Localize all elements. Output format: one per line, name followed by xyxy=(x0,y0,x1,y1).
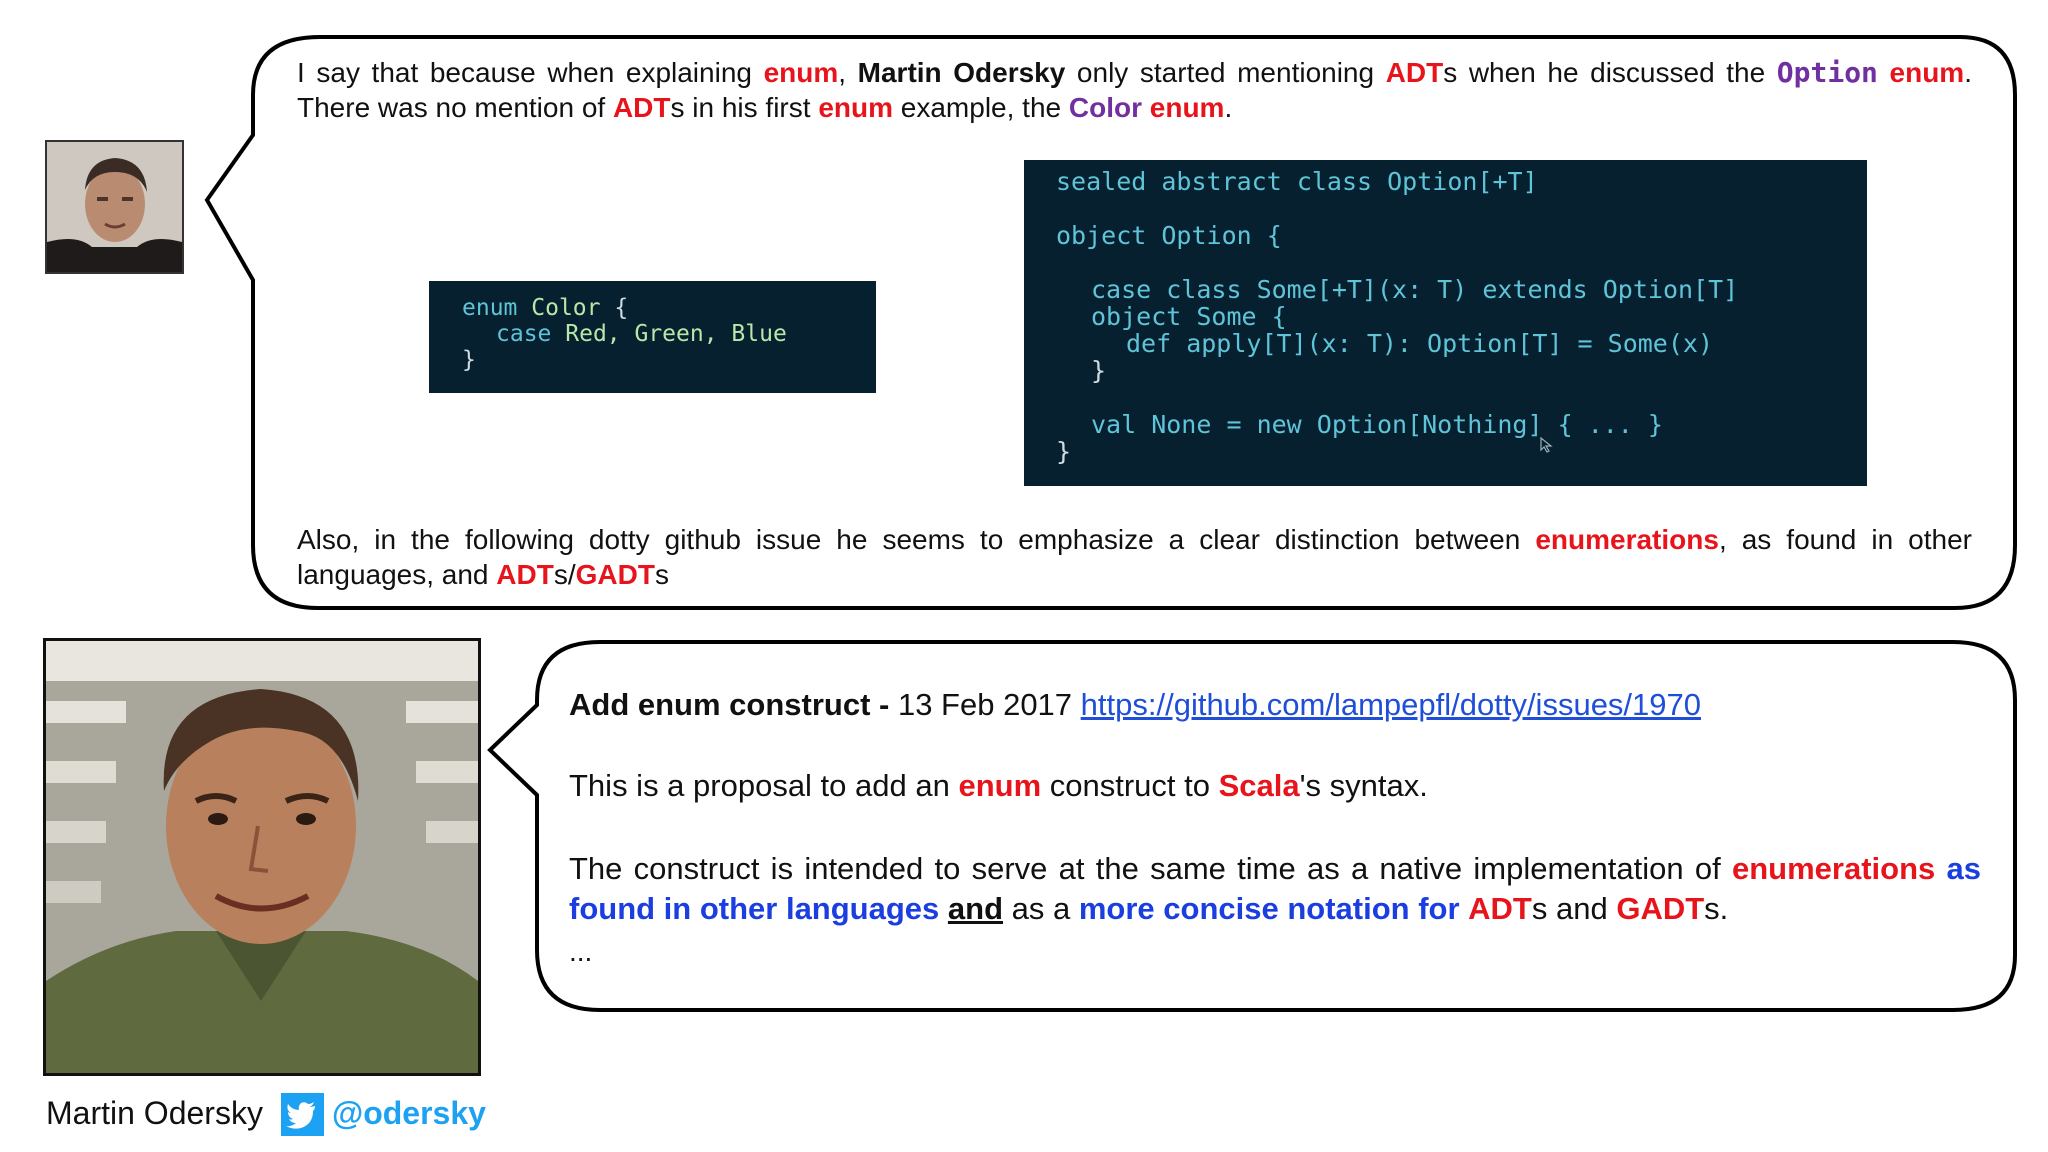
twitter-bird-icon xyxy=(286,1102,315,1129)
issue-date: 13 Feb 2017 xyxy=(897,687,1081,722)
author-name: Martin Odersky xyxy=(46,1095,263,1131)
twitter-handle-link[interactable]: @odersky xyxy=(332,1095,486,1131)
ellipsis-text: ... xyxy=(569,936,593,967)
bubble1-intro-paragraph: I say that because when explaining enum,… xyxy=(297,56,1972,123)
small-portrait-photo xyxy=(45,140,184,274)
option-code-line-2: object Option { xyxy=(1056,221,1282,250)
option-code-line-5: def apply[T](x: T): Option[T] = Some(x) xyxy=(1126,329,1713,358)
portrait-illustration xyxy=(46,641,478,1073)
code-line-2: case Red, Green, Blue xyxy=(496,321,787,347)
option-code-line-4: object Some { xyxy=(1091,302,1287,331)
construct-paragraph: The construct is intended to serve at th… xyxy=(569,851,1981,926)
face-illustration-small xyxy=(47,142,182,272)
option-code-line-7: val None = new Option[Nothing] { ... } xyxy=(1091,410,1663,439)
color-enum-code-block: enum Color { case Red, Green, Blue } xyxy=(429,281,876,393)
issue-title: Add enum construct - xyxy=(569,687,898,722)
option-code-line-3: case class Some[+T](x: T) extends Option… xyxy=(1091,275,1739,304)
option-code-block: sealed abstract class Option[+T] object … xyxy=(1024,160,1867,486)
option-code-line-6: } xyxy=(1091,356,1107,385)
bubble1-github-paragraph: Also, in the following dotty github issu… xyxy=(297,524,1973,590)
code-line-1: enum Color { xyxy=(462,295,629,321)
speech-bubble-2-outline xyxy=(487,640,2017,1012)
option-code-line-1: sealed abstract class Option[+T] xyxy=(1056,167,1538,196)
mouse-cursor-icon xyxy=(1540,437,1553,453)
proposal-paragraph: This is a proposal to add an enum constr… xyxy=(569,768,1428,803)
issue-title-line: Add enum construct - 13 Feb 2017 https:/… xyxy=(569,686,1701,724)
issue-link[interactable]: https://github.com/lampepfl/dotty/issues… xyxy=(1080,687,1702,722)
code-line-3: } xyxy=(462,347,476,373)
twitter-icon[interactable] xyxy=(281,1093,324,1136)
option-code-line-8: } xyxy=(1056,437,1072,466)
martin-odersky-photo xyxy=(43,638,481,1076)
